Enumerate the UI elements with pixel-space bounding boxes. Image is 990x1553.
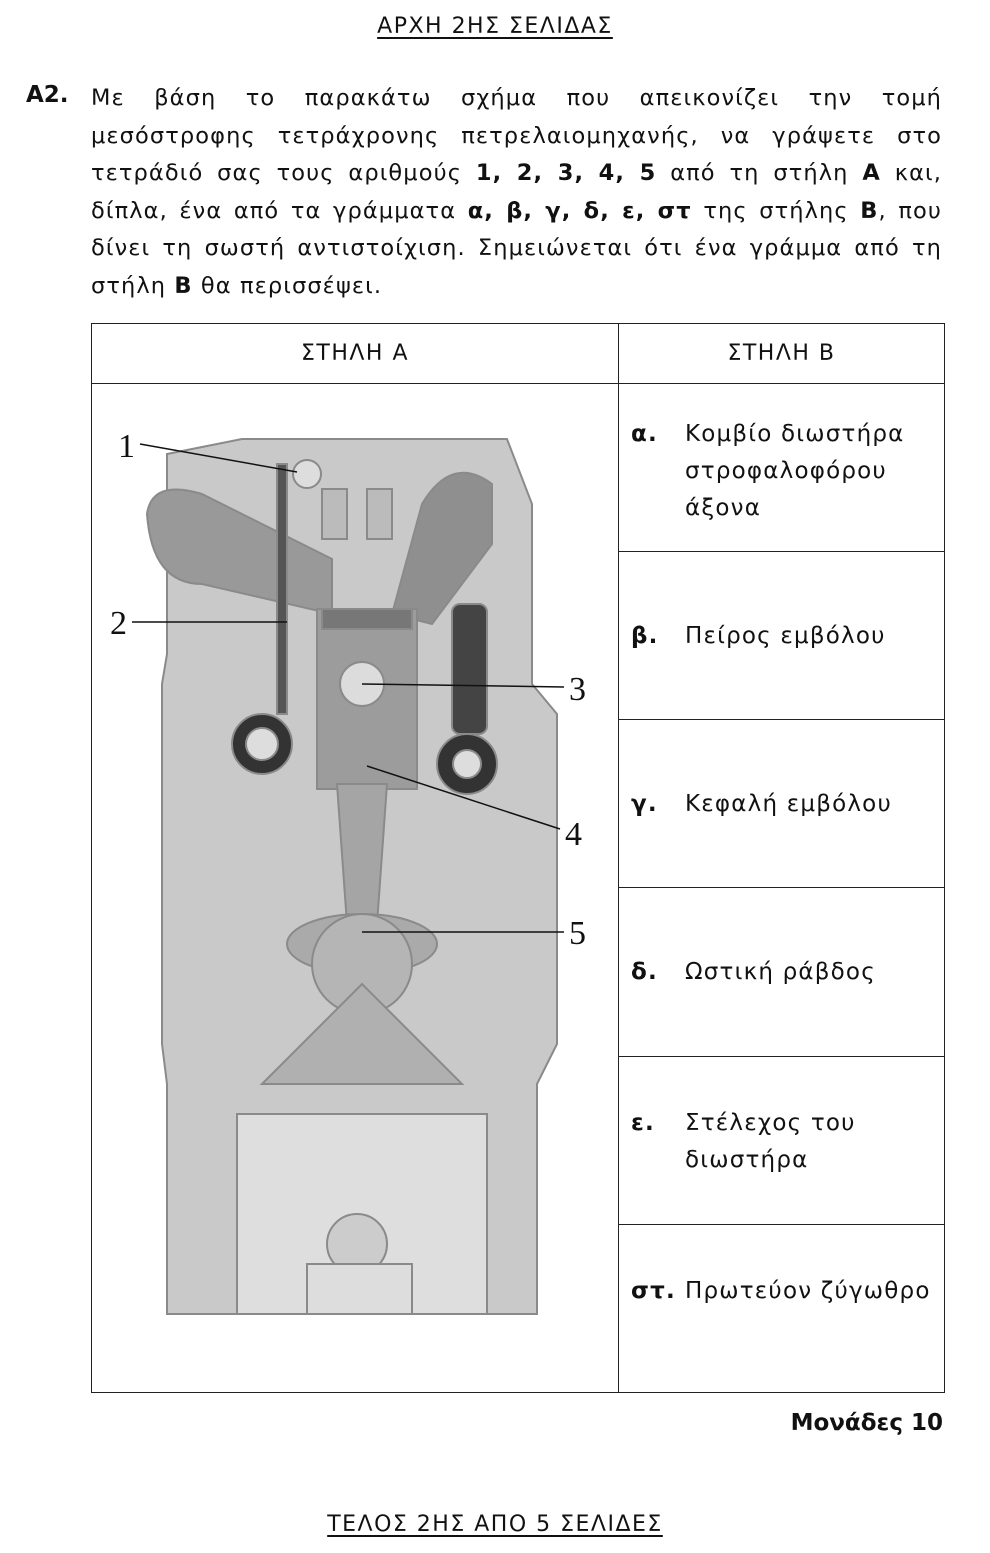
item-letter: β.	[631, 623, 659, 650]
text-segment: της στήλης	[691, 197, 861, 224]
diagram-label-5: 5	[569, 915, 586, 952]
diagram-label-2: 2	[110, 605, 127, 642]
column-b-item: στ. Πρωτεύον ζύγωθρο	[618, 1223, 945, 1394]
text-segment: από τη στήλη	[656, 160, 863, 186]
item-text: Στέλεχος του διωστήρα	[685, 1109, 856, 1173]
diagram-label-4: 4	[565, 816, 582, 853]
engine-diagram-cell: 1 2 3 4 5	[91, 383, 619, 1393]
bold-segment: Β	[860, 197, 879, 224]
page-header-text: ΑΡΧΗ 2ΗΣ ΣΕΛΙΔΑΣ	[377, 14, 613, 39]
column-a-header: ΣΤΗΛΗ Α	[91, 323, 619, 384]
engine-cross-section-diagram: 1 2 3 4 5	[110, 428, 586, 1315]
text-segment: και, δίπλα, ένα από τα γράμματα	[91, 160, 942, 224]
item-letter: γ.	[631, 791, 658, 818]
item-text: Κομβίο διωστήρα στροφαλοφόρου άξονα	[685, 421, 905, 521]
diagram-label-3: 3	[569, 671, 586, 708]
item-text: Κεφαλή εμβόλου	[685, 791, 892, 818]
column-b-item: γ. Κεφαλή εμβόλου	[618, 719, 945, 889]
bold-segment: Β	[174, 272, 193, 299]
text-segment: θα περισσέψει.	[192, 272, 383, 299]
column-b-item: ε. Στέλεχος του διωστήρα	[618, 1055, 945, 1225]
column-b-item: α. Κομβίο διωστήρα στροφαλοφόρου άξονα	[618, 382, 945, 553]
item-text: Πείρος εμβόλου	[685, 623, 886, 650]
item-text: Πρωτεύον ζύγωθρο	[685, 1277, 931, 1304]
text-segment: , που δίνει τη σωστή αντιστοίχιση. Σημει…	[91, 197, 943, 299]
text-segment: Με βάση το παρακάτω σχήμα που απεικονίζε…	[91, 85, 942, 186]
question-text: Με βάση το παρακάτω σχήμα που απεικονίζε…	[91, 80, 942, 305]
column-b-header: ΣΤΗΛΗ Β	[618, 323, 945, 384]
page-footer-text: ΤΕΛΟΣ 2ΗΣ ΑΠΟ 5 ΣΕΛΙΔΕΣ	[327, 1512, 663, 1537]
page-header: ΑΡΧΗ 2ΗΣ ΣΕΛΙΔΑΣ	[0, 14, 990, 39]
item-letter: δ.	[631, 959, 658, 986]
marks-total: Μονάδες 10	[790, 1410, 943, 1436]
item-letter: στ.	[631, 1277, 676, 1304]
diagram-label-1: 1	[118, 428, 135, 465]
column-b-item: δ. Ωστική ράβδος	[618, 887, 945, 1057]
page-footer: ΤΕΛΟΣ 2ΗΣ ΑΠΟ 5 ΣΕΛΙΔΕΣ	[0, 1512, 990, 1537]
matching-table: ΣΤΗΛΗ Α ΣΤΗΛΗ Β	[91, 323, 945, 1394]
bold-segment: Α	[862, 160, 881, 186]
bold-segment: 1, 2, 3, 4, 5	[475, 160, 657, 186]
column-b-item: β. Πείρος εμβόλου	[618, 551, 945, 721]
item-text: Ωστική ράβδος	[685, 959, 876, 986]
item-letter: α.	[631, 421, 658, 447]
question-number: Α2.	[26, 82, 69, 108]
item-letter: ε.	[631, 1109, 655, 1136]
bold-segment: α, β, γ, δ, ε, στ	[467, 197, 692, 224]
